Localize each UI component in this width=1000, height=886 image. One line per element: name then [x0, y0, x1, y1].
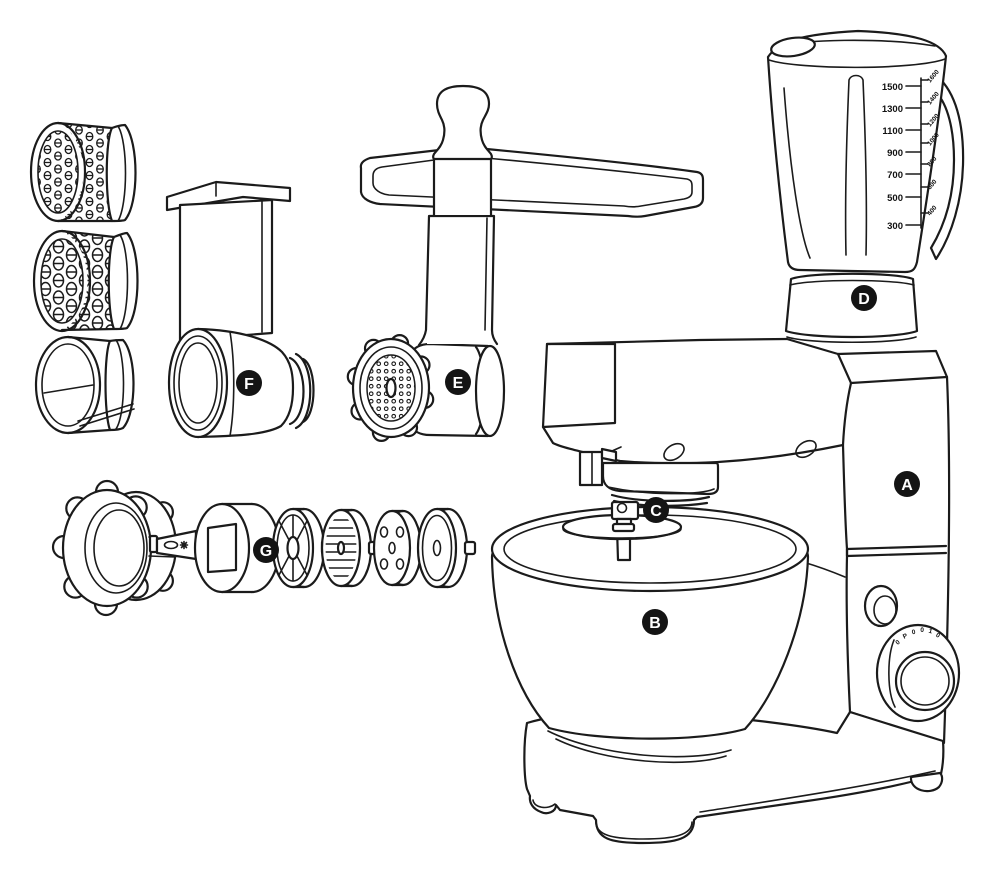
ring-nut: [51, 479, 186, 617]
label-e: E: [445, 369, 471, 395]
slicing-drum: [34, 335, 135, 435]
label-b: B: [642, 609, 668, 635]
pulse-button: [863, 584, 899, 628]
speed-control: 0 P 0 0 1 0: [863, 584, 961, 723]
label-d: D: [851, 285, 877, 311]
svg-text:900: 900: [887, 148, 903, 159]
kebbe-disc: [320, 508, 381, 588]
svg-text:E: E: [453, 375, 464, 392]
drive-hub: [578, 446, 720, 533]
fine-grating-drum: [29, 121, 137, 223]
svg-text:C: C: [650, 503, 662, 520]
svg-text:P: P: [902, 632, 909, 640]
label-a: A: [894, 471, 920, 497]
mincer-ring-nut: [346, 334, 435, 442]
blender-base-collar: [784, 272, 919, 344]
svg-text:G: G: [260, 543, 272, 560]
svg-text:0: 0: [911, 629, 916, 637]
svg-text:300: 300: [887, 221, 903, 232]
svg-text:1300: 1300: [882, 104, 903, 115]
blender-jug: 1500 1300 1100 900 700 500 300 1600 1400…: [766, 29, 965, 344]
svg-text:B: B: [649, 615, 661, 632]
mixer-base: [523, 710, 945, 845]
svg-text:700: 700: [887, 170, 903, 181]
svg-text:0: 0: [934, 632, 941, 640]
svg-text:1500: 1500: [882, 82, 903, 93]
blender-scale: 1500 1300 1100 900 700 500 300 1600 1400…: [882, 68, 941, 232]
mincer-tray: [359, 146, 705, 218]
svg-text:400: 400: [926, 204, 939, 217]
coarse-disc: [372, 509, 431, 587]
svg-text:D: D: [858, 291, 870, 308]
fine-disc: [416, 507, 477, 589]
slicer-shredder-attachment: [165, 180, 315, 439]
label-g: G: [253, 537, 279, 563]
stand-mixer: 0 P 0 0 1 0: [490, 337, 961, 845]
svg-text:0: 0: [920, 627, 924, 634]
mincer-feed-tube: [427, 216, 494, 344]
blender-handle: [929, 78, 965, 261]
svg-text:1100: 1100: [882, 126, 903, 137]
label-c: C: [643, 497, 669, 523]
svg-text:A: A: [901, 477, 913, 494]
svg-text:1: 1: [928, 628, 934, 636]
label-f: F: [236, 370, 262, 396]
svg-text:0: 0: [894, 639, 902, 647]
svg-text:500: 500: [887, 193, 903, 204]
pusher: [432, 84, 493, 217]
speed-knob: [894, 650, 956, 712]
coarse-grating-drum: [32, 229, 139, 333]
svg-text:F: F: [244, 376, 254, 393]
